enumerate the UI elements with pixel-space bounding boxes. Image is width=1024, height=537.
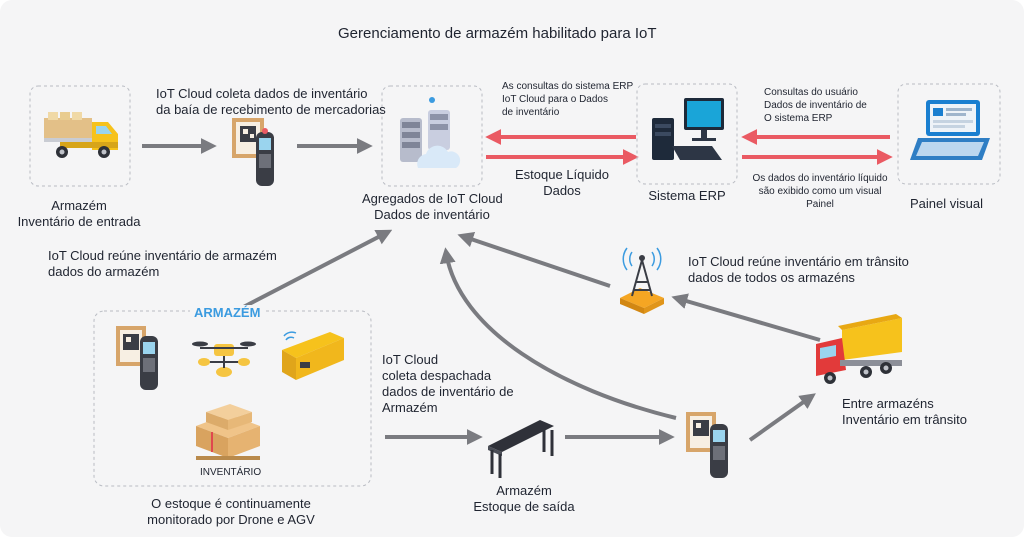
inventory-label: INVENTÁRIO (200, 467, 262, 478)
dispatch-line4: Armazém (382, 400, 438, 415)
net-stock-line1: Estoque Líquido (515, 167, 609, 182)
inbound-label-line1: Armazém (51, 198, 107, 213)
agv-vehicle-icon (282, 331, 344, 380)
scanner-icon-inbound (232, 118, 274, 186)
drone-icon (192, 341, 256, 377)
dispatch-line3: dados de inventário de (382, 384, 514, 399)
erp-box (636, 83, 738, 185)
erp-label: Sistema ERP (648, 188, 726, 203)
scanner-icon-warehouse (116, 326, 158, 390)
monitor-label: O estoque é continuamente monitorado por… (136, 496, 326, 528)
cloud-collect-line1: IoT Cloud coleta dados de inventário (156, 86, 368, 101)
erp-computer-icon (652, 98, 724, 160)
arrow-scanner-to-truck (748, 393, 816, 442)
dispatch-line2: coleta despachada (382, 368, 492, 383)
net-stock-label: Estoque Líquido Dados (506, 167, 618, 199)
cloud-gather-line1: IoT Cloud reúne inventário de armazém (48, 248, 277, 263)
inbound-label-line2: Inventário de entrada (17, 214, 141, 229)
net-display-line2: são exibido como um visual (758, 186, 882, 197)
monitor-line1: O estoque é continuamente (151, 496, 311, 511)
arrow-truck-to-tower (671, 293, 821, 342)
outbound-line1: Armazém (496, 483, 552, 498)
erp-query-line2: IoT Cloud para o Dados (502, 94, 608, 105)
net-display-line1: Os dados do inventário líquido (752, 173, 888, 184)
inbound-truck-icon (44, 112, 118, 158)
cloud-aggregate-line1: Agregados de IoT Cloud (362, 191, 503, 206)
cloud-aggregate-label: Agregados de IoT Cloud Dados de inventár… (362, 191, 503, 223)
panel-box (897, 83, 1001, 185)
panel-label: Painel visual (910, 196, 983, 211)
erp-query-line3: de inventário (502, 107, 560, 118)
user-query-label: Consultas do usuário Dados de inventário… (764, 86, 867, 125)
cloud-collect-line2: da baía de recebimento de mercadorias (156, 102, 386, 117)
truck-box (29, 85, 131, 187)
net-stock-line2: Dados (543, 183, 581, 198)
cloud-gather-line2: dados do armazém (48, 264, 160, 279)
arrow-warehouse-to-cloud (229, 229, 393, 316)
user-query-line1: Consultas do usuário (764, 87, 858, 98)
conveyor-belt-icon (488, 420, 554, 478)
transit-gather-line2: dados de todos os armazéns (688, 270, 855, 285)
cloud-server-icon (400, 97, 461, 168)
cloud-box (381, 85, 483, 187)
arrow-tower-to-cloud (457, 232, 611, 288)
user-query-line3: O sistema ERP (764, 113, 833, 124)
arrow-scanner-to-cloud-curved (439, 247, 677, 420)
cloud-gather-label: IoT Cloud reúne inventário de armazém da… (48, 248, 277, 280)
outbound-line2: Estoque de saída (473, 499, 575, 514)
transit-truck-icon (816, 314, 902, 384)
between-line2: Inventário em trânsito (842, 412, 968, 427)
transit-gather-line1: IoT Cloud reúne inventário em trânsito (688, 254, 909, 269)
user-query-line2: Dados de inventário de (764, 100, 867, 111)
between-line1: Entre armazéns (842, 396, 934, 411)
outbound-label: Armazém Estoque de saída (464, 483, 584, 515)
net-display-line3: Painel (806, 199, 834, 210)
net-display-label: Os dados do inventário líquido são exibi… (740, 172, 900, 211)
inventory-boxes-icon (196, 404, 260, 460)
laptop-dashboard-icon (910, 100, 990, 160)
between-warehouses-label: Entre armazéns Inventário em trânsito (842, 396, 967, 428)
transit-gather-label: IoT Cloud reúne inventário em trânsito d… (688, 254, 909, 286)
dispatch-label: IoT Cloud coleta despachada dados de inv… (382, 352, 514, 416)
erp-query-label: As consultas do sistema ERP IoT Cloud pa… (502, 80, 633, 119)
monitor-line2: monitorado por Drone e AGV (147, 512, 315, 527)
dispatch-line1: IoT Cloud (382, 352, 439, 367)
scanner-icon-outbound (686, 412, 728, 478)
warehouse-heading: ARMAZÉM (190, 305, 265, 321)
diagram-title: Gerenciamento de armazém habilitado para… (338, 25, 657, 42)
cloud-aggregate-line2: Dados de inventário (374, 207, 490, 222)
cell-tower-icon (620, 247, 664, 314)
inbound-label: Armazém Inventário de entrada (16, 198, 142, 230)
erp-query-line1: As consultas do sistema ERP (502, 81, 634, 92)
cloud-collect-label: IoT Cloud coleta dados de inventário da … (156, 86, 386, 118)
